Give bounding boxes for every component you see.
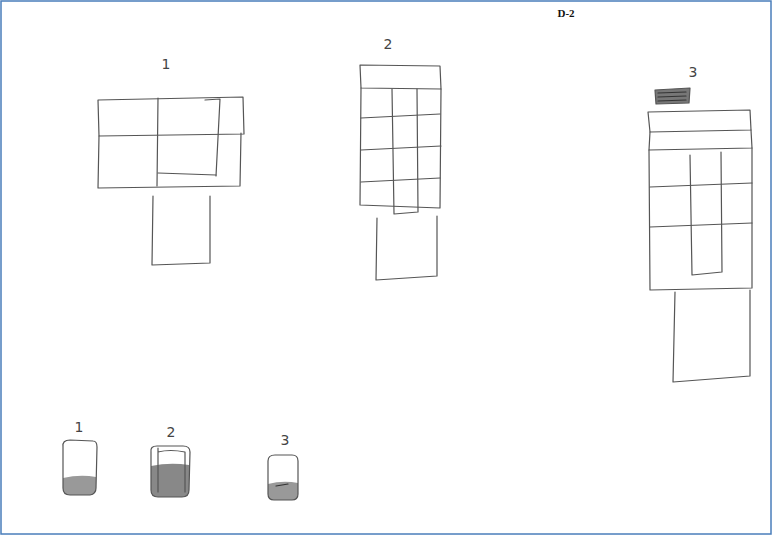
sheet-code-holder: D-2 (557, 7, 574, 19)
figure-number-holder: 3 (689, 64, 698, 80)
cup-number: 3 (281, 432, 290, 448)
cup-number-holder: 1 (75, 419, 84, 435)
figure-number-holder: 2 (384, 36, 393, 52)
cup-number-holder: 3 (281, 432, 290, 448)
cup-three (268, 455, 298, 500)
figure-three (648, 88, 752, 382)
cup-number: 2 (167, 424, 176, 440)
sheet-code: D-2 (557, 7, 574, 19)
figure-one (98, 97, 244, 265)
cup-one (63, 440, 97, 495)
figure-number-holder: 1 (162, 56, 171, 72)
figure-number: 2 (384, 36, 393, 52)
cup-number-holder: 2 (167, 424, 176, 440)
figure-number: 1 (162, 56, 171, 72)
cup-two (151, 446, 190, 497)
cup-number: 1 (75, 419, 84, 435)
figure-number: 3 (689, 64, 698, 80)
figure-two (360, 65, 441, 280)
